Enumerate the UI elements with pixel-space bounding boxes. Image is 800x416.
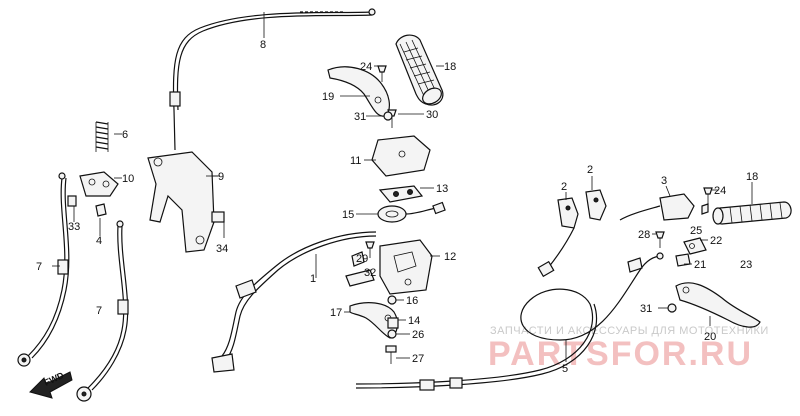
lever-holder-22 [683, 237, 707, 255]
callout-label: 27 [412, 353, 424, 365]
switch-housing-11 [371, 135, 431, 177]
callout-label: 30 [426, 109, 438, 121]
arrow-left-down-icon [29, 371, 73, 399]
callout-label: 23 [740, 259, 752, 271]
part-25 [701, 203, 709, 215]
screw-24-right [703, 187, 713, 204]
callout-label: 11 [350, 155, 361, 167]
wire-harness [537, 227, 575, 278]
callout-label: 7 [96, 305, 102, 317]
bolt-27 [385, 345, 397, 364]
nut-16 [387, 295, 397, 305]
nut-31-right [667, 303, 677, 313]
callout-label: 28 [638, 229, 650, 241]
plate-10 [67, 171, 119, 217]
cable-7-left [17, 172, 70, 367]
throttle-cable-8 [169, 8, 376, 151]
callout-label: 8 [260, 39, 266, 51]
callout-label: 29 [356, 253, 368, 265]
switch-housing-12 [351, 239, 433, 295]
screw-24-top [377, 65, 387, 82]
callout-label: 18 [444, 61, 456, 73]
throttle-cable-1 [211, 231, 377, 373]
watermark-brand: PARTSFOR.RU [488, 335, 753, 373]
fwd-direction-marker: FWD [29, 370, 73, 399]
grip-18-top [395, 34, 444, 106]
clamp-13 [378, 185, 424, 203]
part-14 [387, 317, 399, 329]
callout-label: 24 [360, 61, 372, 73]
callout-label: 12 [444, 251, 456, 263]
callout-label: 33 [68, 221, 80, 233]
grip-18-right [712, 201, 792, 225]
cable-7-right [76, 220, 129, 402]
callout-label: 31 [354, 111, 366, 123]
throttle-pulley-15 [377, 201, 446, 223]
callout-label: 21 [694, 259, 706, 271]
callout-label: 6 [122, 129, 128, 141]
callout-labels: 1 2 2 3 4 5 6 7 7 8 9 10 11 12 13 14 15 … [36, 39, 758, 375]
part-32 [345, 269, 375, 287]
callout-label: 2 [587, 164, 593, 176]
callout-label: 13 [436, 183, 448, 195]
callout-label: 31 [640, 303, 652, 315]
callout-label: 14 [408, 315, 420, 327]
screw-29 [365, 241, 375, 258]
callout-label: 32 [364, 267, 376, 279]
leader-lines [52, 65, 753, 359]
callout-label: 2 [561, 181, 567, 193]
callout-label: 26 [412, 329, 424, 341]
callout-label: 25 [690, 225, 702, 237]
callout-label: 17 [330, 307, 342, 319]
throttle-cable-5 [355, 252, 664, 391]
watermark-caption: ЗАПЧАСТИ И АКСЕССУАРЫ ДЛЯ МОТОТЕХНИКИ [490, 325, 769, 337]
callout-label: 10 [122, 173, 134, 185]
screw-28 [655, 231, 665, 248]
cable-bracket-9 [147, 151, 225, 253]
lever-20 [675, 282, 761, 328]
switch-housing-3 [619, 193, 695, 221]
callout-label: 19 [322, 91, 334, 103]
callout-label: 9 [218, 171, 224, 183]
spring-6 [95, 121, 109, 152]
switch-2-left [557, 197, 579, 229]
callout-label: 16 [406, 295, 418, 307]
callout-label: 22 [710, 235, 722, 247]
callout-label: 34 [216, 243, 228, 255]
callout-label: 5 [562, 363, 568, 375]
callout-label: 18 [746, 171, 758, 183]
callout-label: 1 [310, 273, 316, 285]
callout-label: 3 [661, 175, 667, 187]
callout-label: 7 [36, 261, 42, 273]
callout-label: 20 [704, 331, 716, 343]
callout-label: 4 [96, 235, 102, 247]
lever-19 [327, 66, 390, 117]
washer-26 [387, 329, 397, 339]
callout-label: 15 [342, 209, 354, 221]
nut-31-top [383, 111, 393, 121]
switch-2-right [585, 189, 607, 221]
callout-label: 24 [714, 185, 726, 197]
